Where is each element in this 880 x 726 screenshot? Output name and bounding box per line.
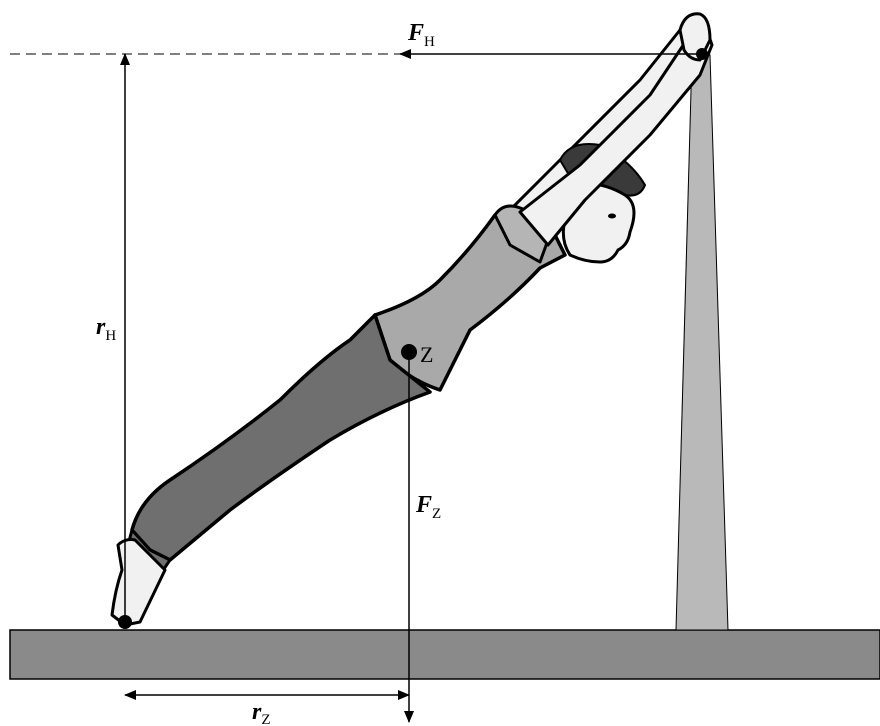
eye [608,213,616,219]
pants [130,313,432,562]
lever-arm-h-label: rH [96,314,116,344]
foot-pivot-point [118,615,132,629]
force-z-label: FZ [415,492,441,522]
hand-pivot-point [696,48,708,60]
floor [9,629,880,680]
front-arm [518,23,714,247]
center-of-mass-label: Z [420,342,433,367]
force-h-label: FH [407,20,435,50]
person-figure [110,12,714,627]
pole [675,54,729,631]
sleeve [493,204,550,264]
lever-arm-z-label: rZ [252,699,271,726]
